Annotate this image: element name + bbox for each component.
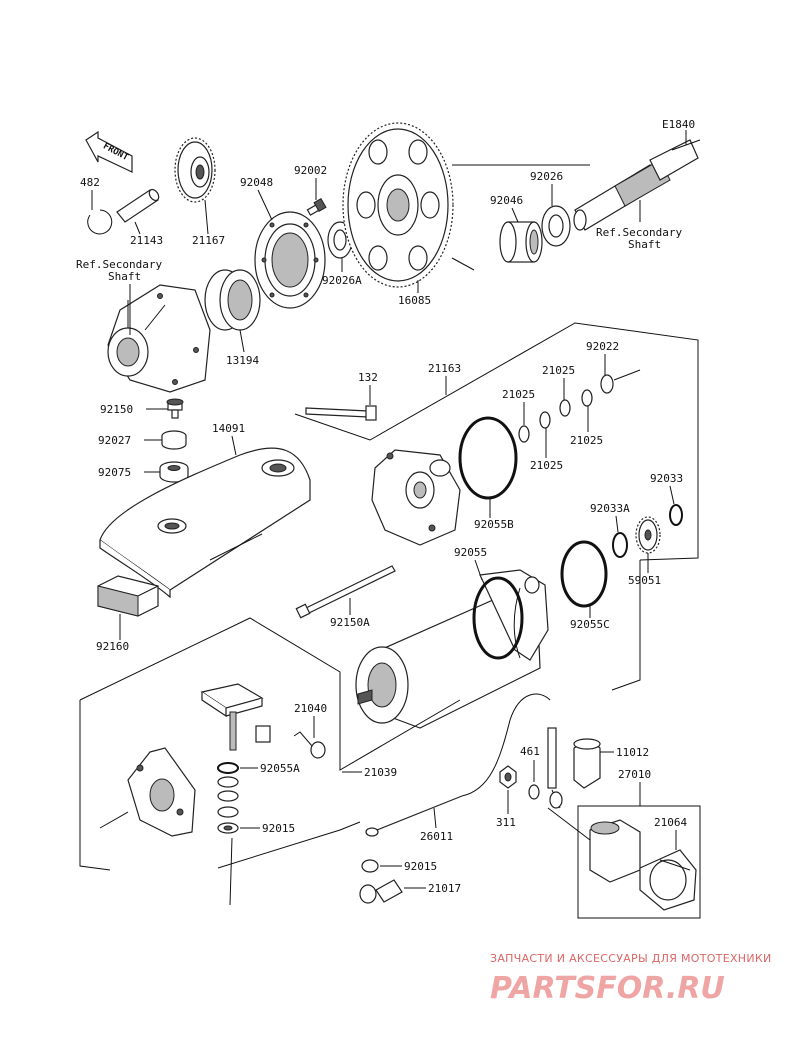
part-21025-label-b: 21025 [542, 364, 575, 377]
part-92046-label: 92046 [490, 194, 523, 207]
part-92033A-label: 92033A [590, 502, 630, 515]
part-92033-label: 92033 [650, 472, 683, 485]
part-92055A-label: 92055A [260, 762, 300, 775]
part-132-label: 132 [358, 371, 378, 384]
ref-secondary-shaft-right-2: Shaft [628, 238, 661, 251]
part-92055C-label: 92055C [570, 618, 610, 631]
part-92027-label: 92027 [98, 434, 131, 447]
part-92075-label: 92075 [98, 466, 131, 479]
circlip-92033A [612, 532, 628, 558]
part-92055-label: 92055 [454, 546, 487, 559]
part-27010-label: 27010 [618, 768, 651, 781]
part-92026-label: 92026 [530, 170, 563, 183]
bearing-13194 [204, 269, 261, 331]
nut-92015 [361, 859, 379, 873]
secondary-shaft-right [573, 139, 701, 231]
clutch-housing-92048 [254, 211, 326, 309]
pin-21143 [116, 188, 160, 223]
part-21025-label-a: 21025 [502, 388, 535, 401]
part-21039-label: 21039 [364, 766, 397, 779]
ref-secondary-shaft-left-2: Shaft [108, 270, 141, 283]
grommet-92075 [159, 461, 189, 483]
part-461-label: 461 [520, 745, 540, 758]
part-21017-label: 21017 [428, 882, 461, 895]
o-ring-92055B [458, 416, 518, 500]
o-ring-92055A [217, 762, 239, 774]
pinion-59051 [635, 516, 661, 554]
part-311-label: 311 [496, 816, 516, 829]
bolt-132 [305, 405, 377, 421]
starter-relay [547, 807, 697, 911]
o-ring-92055 [472, 576, 524, 660]
bolt-92002 [306, 197, 327, 216]
ref-secondary-shaft-left-1: Ref.Secondary [76, 258, 162, 271]
front-arrow-icon: FRONT [85, 130, 133, 173]
part-92048-label: 92048 [240, 176, 273, 189]
washer-stack-21025 [518, 374, 614, 443]
part-21064-label: 21064 [654, 816, 687, 829]
secondary-shaft-housing [107, 284, 211, 393]
washer-461 [528, 784, 540, 800]
part-92015-label-b: 92015 [404, 860, 437, 873]
part-16085-label: 16085 [398, 294, 431, 307]
end-cover-21163 [371, 449, 461, 546]
bolt-92150 [166, 398, 184, 419]
part-92015-label-a: 92015 [262, 822, 295, 835]
nut-311 [499, 765, 517, 789]
circlip-92033 [669, 504, 683, 526]
part-21143-label: 21143 [130, 234, 163, 247]
diagram-code: E1840 [662, 118, 695, 131]
part-59051-label: 59051 [628, 574, 661, 587]
part-21167-label: 21167 [192, 234, 225, 247]
spring-21040 [293, 731, 326, 759]
washer-92026 [541, 205, 571, 247]
watermark-tagline: ЗАПЧАСТИ И АКСЕССУАРЫ ДЛЯ МОТОТЕХНИКИ [490, 952, 772, 965]
collar-92027 [161, 430, 187, 450]
washer-stack [217, 776, 239, 834]
cover-14091 [99, 447, 311, 599]
part-21040-label: 21040 [294, 702, 327, 715]
watermark-logo: PARTSFOR.RU [490, 971, 725, 1006]
brush-holder [200, 683, 271, 751]
cable-26011 [365, 693, 551, 837]
part-21025-label-c: 21025 [570, 434, 603, 447]
part-92160-label: 92160 [96, 640, 129, 653]
part-13194-label: 13194 [226, 354, 259, 367]
part-21025-label-d: 21025 [530, 459, 563, 472]
part-21163-label: 21163 [428, 362, 461, 375]
boot-21017 [359, 879, 403, 904]
gear-16085 [342, 122, 454, 288]
ref-secondary-shaft-right-1: Ref.Secondary [596, 226, 682, 239]
pad-92160 [97, 575, 159, 617]
part-92026A-label: 92026A [322, 274, 362, 287]
part-92055B-label: 92055B [474, 518, 514, 531]
brush-plate [99, 747, 196, 837]
bolt-92150A [295, 565, 396, 619]
part-92150A-label: 92150A [330, 616, 370, 629]
o-ring-92055C [560, 540, 608, 608]
part-482-label: 482 [80, 176, 100, 189]
terminal-lead [547, 727, 563, 809]
part-26011-label: 26011 [420, 830, 453, 843]
cap-11012 [573, 738, 601, 789]
circlip-482 [87, 209, 113, 235]
part-92022-label: 92022 [586, 340, 619, 353]
needle-bearing-92046 [499, 221, 543, 263]
part-11012-label: 11012 [616, 746, 649, 759]
part-92002-label: 92002 [294, 164, 327, 177]
gear-21167 [174, 137, 216, 203]
starter-motor [355, 569, 549, 729]
part-92150-label: 92150 [100, 403, 133, 416]
part-14091-label: 14091 [212, 422, 245, 435]
